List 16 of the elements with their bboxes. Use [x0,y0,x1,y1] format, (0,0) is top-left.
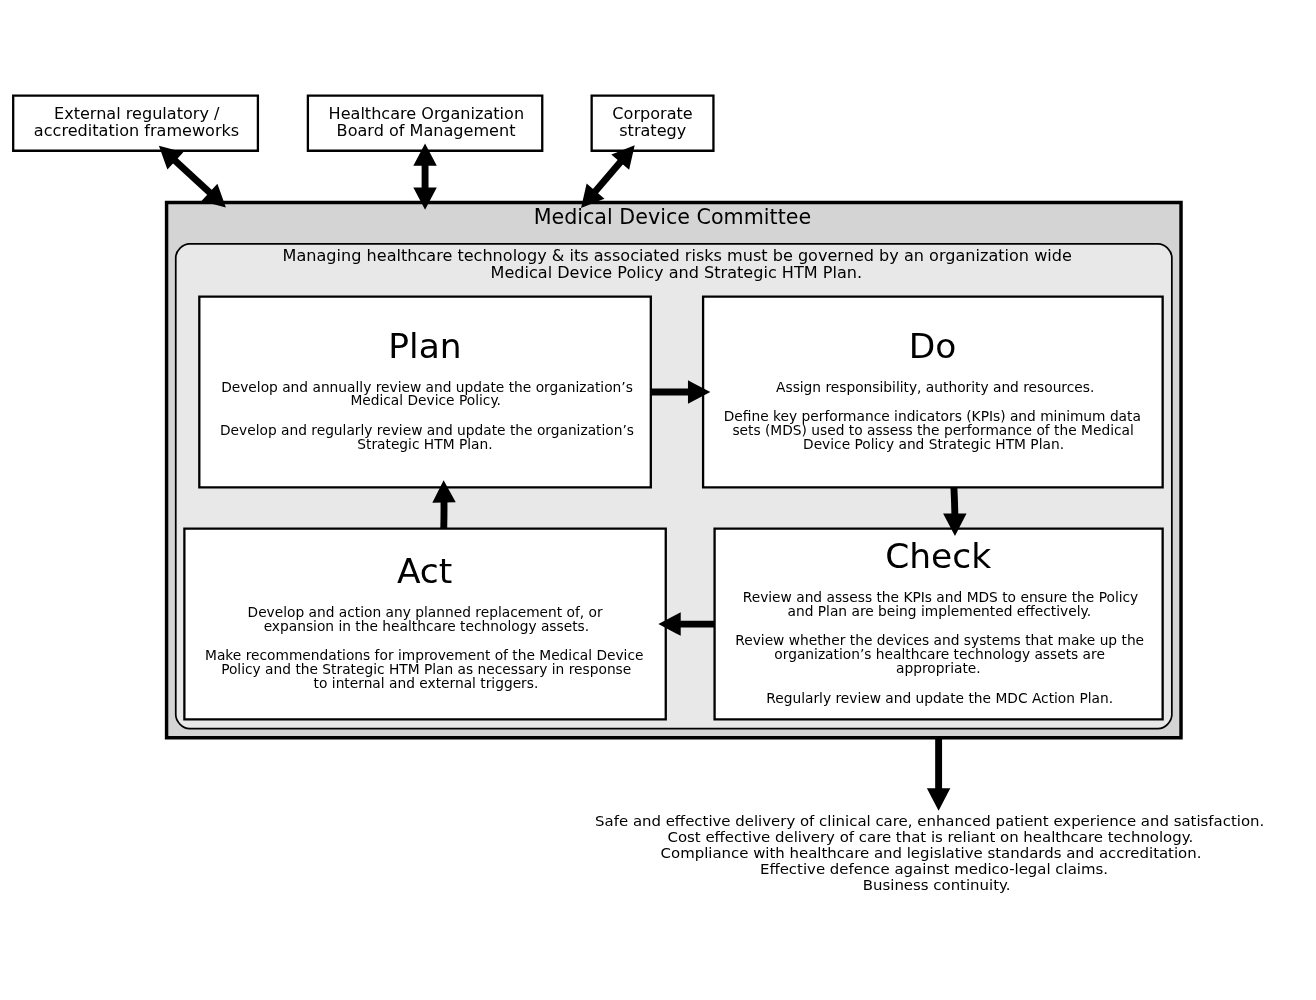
node-box: Do Assign responsibility, authority and resources. Define key performance indicators (KPIs) and minimum data sets (MDS) used to assess the performance of the Medical Device Policy and Strategic HTM Plan. [701,295,1164,489]
node-box: Check Review and assess the KPIs and MDS to ensure the Policy and Plan are being implemented effectively. Review whether the devices and systems that make up the organization’s healthcare technology assets are appropriate. Regularly review and update the MDC Action Plan. [713,527,1164,721]
arrow [926,737,951,811]
node-box: Act Develop and action any planned replacement of, or expansion in the healthcare technology assets. Make recommendations for improvement of the Medical Device Policy and the Strategic HTM Plan as necessary in response to internal and external triggers. [183,527,667,721]
arrow [413,143,437,210]
node-text: Safe and effective delivery of clinical care, enhanced patient experience and satisfaction. Cost effective delivery of care that is reliant on healthcare technology. Compliance with healthcare and legislative standards and accreditation. Effective defence against medico-legal claims. Business continuity. [595,811,1265,894]
arrow [581,145,635,209]
node-box: Plan Develop and annually review and update the organization’s Medical Device Policy. Develop and regularly review and update the organization’s Strategic HTM Plan. [198,295,652,489]
arrow [943,487,967,536]
arrow [432,480,456,529]
node-box: Healthcare Organization Board of Management [306,94,544,152]
arrow [651,380,711,404]
node-box: Corporate strategy [590,94,715,152]
node-box: External regulatory / accreditation frameworks [12,94,260,152]
arrow [158,145,226,208]
arrow [658,612,715,636]
